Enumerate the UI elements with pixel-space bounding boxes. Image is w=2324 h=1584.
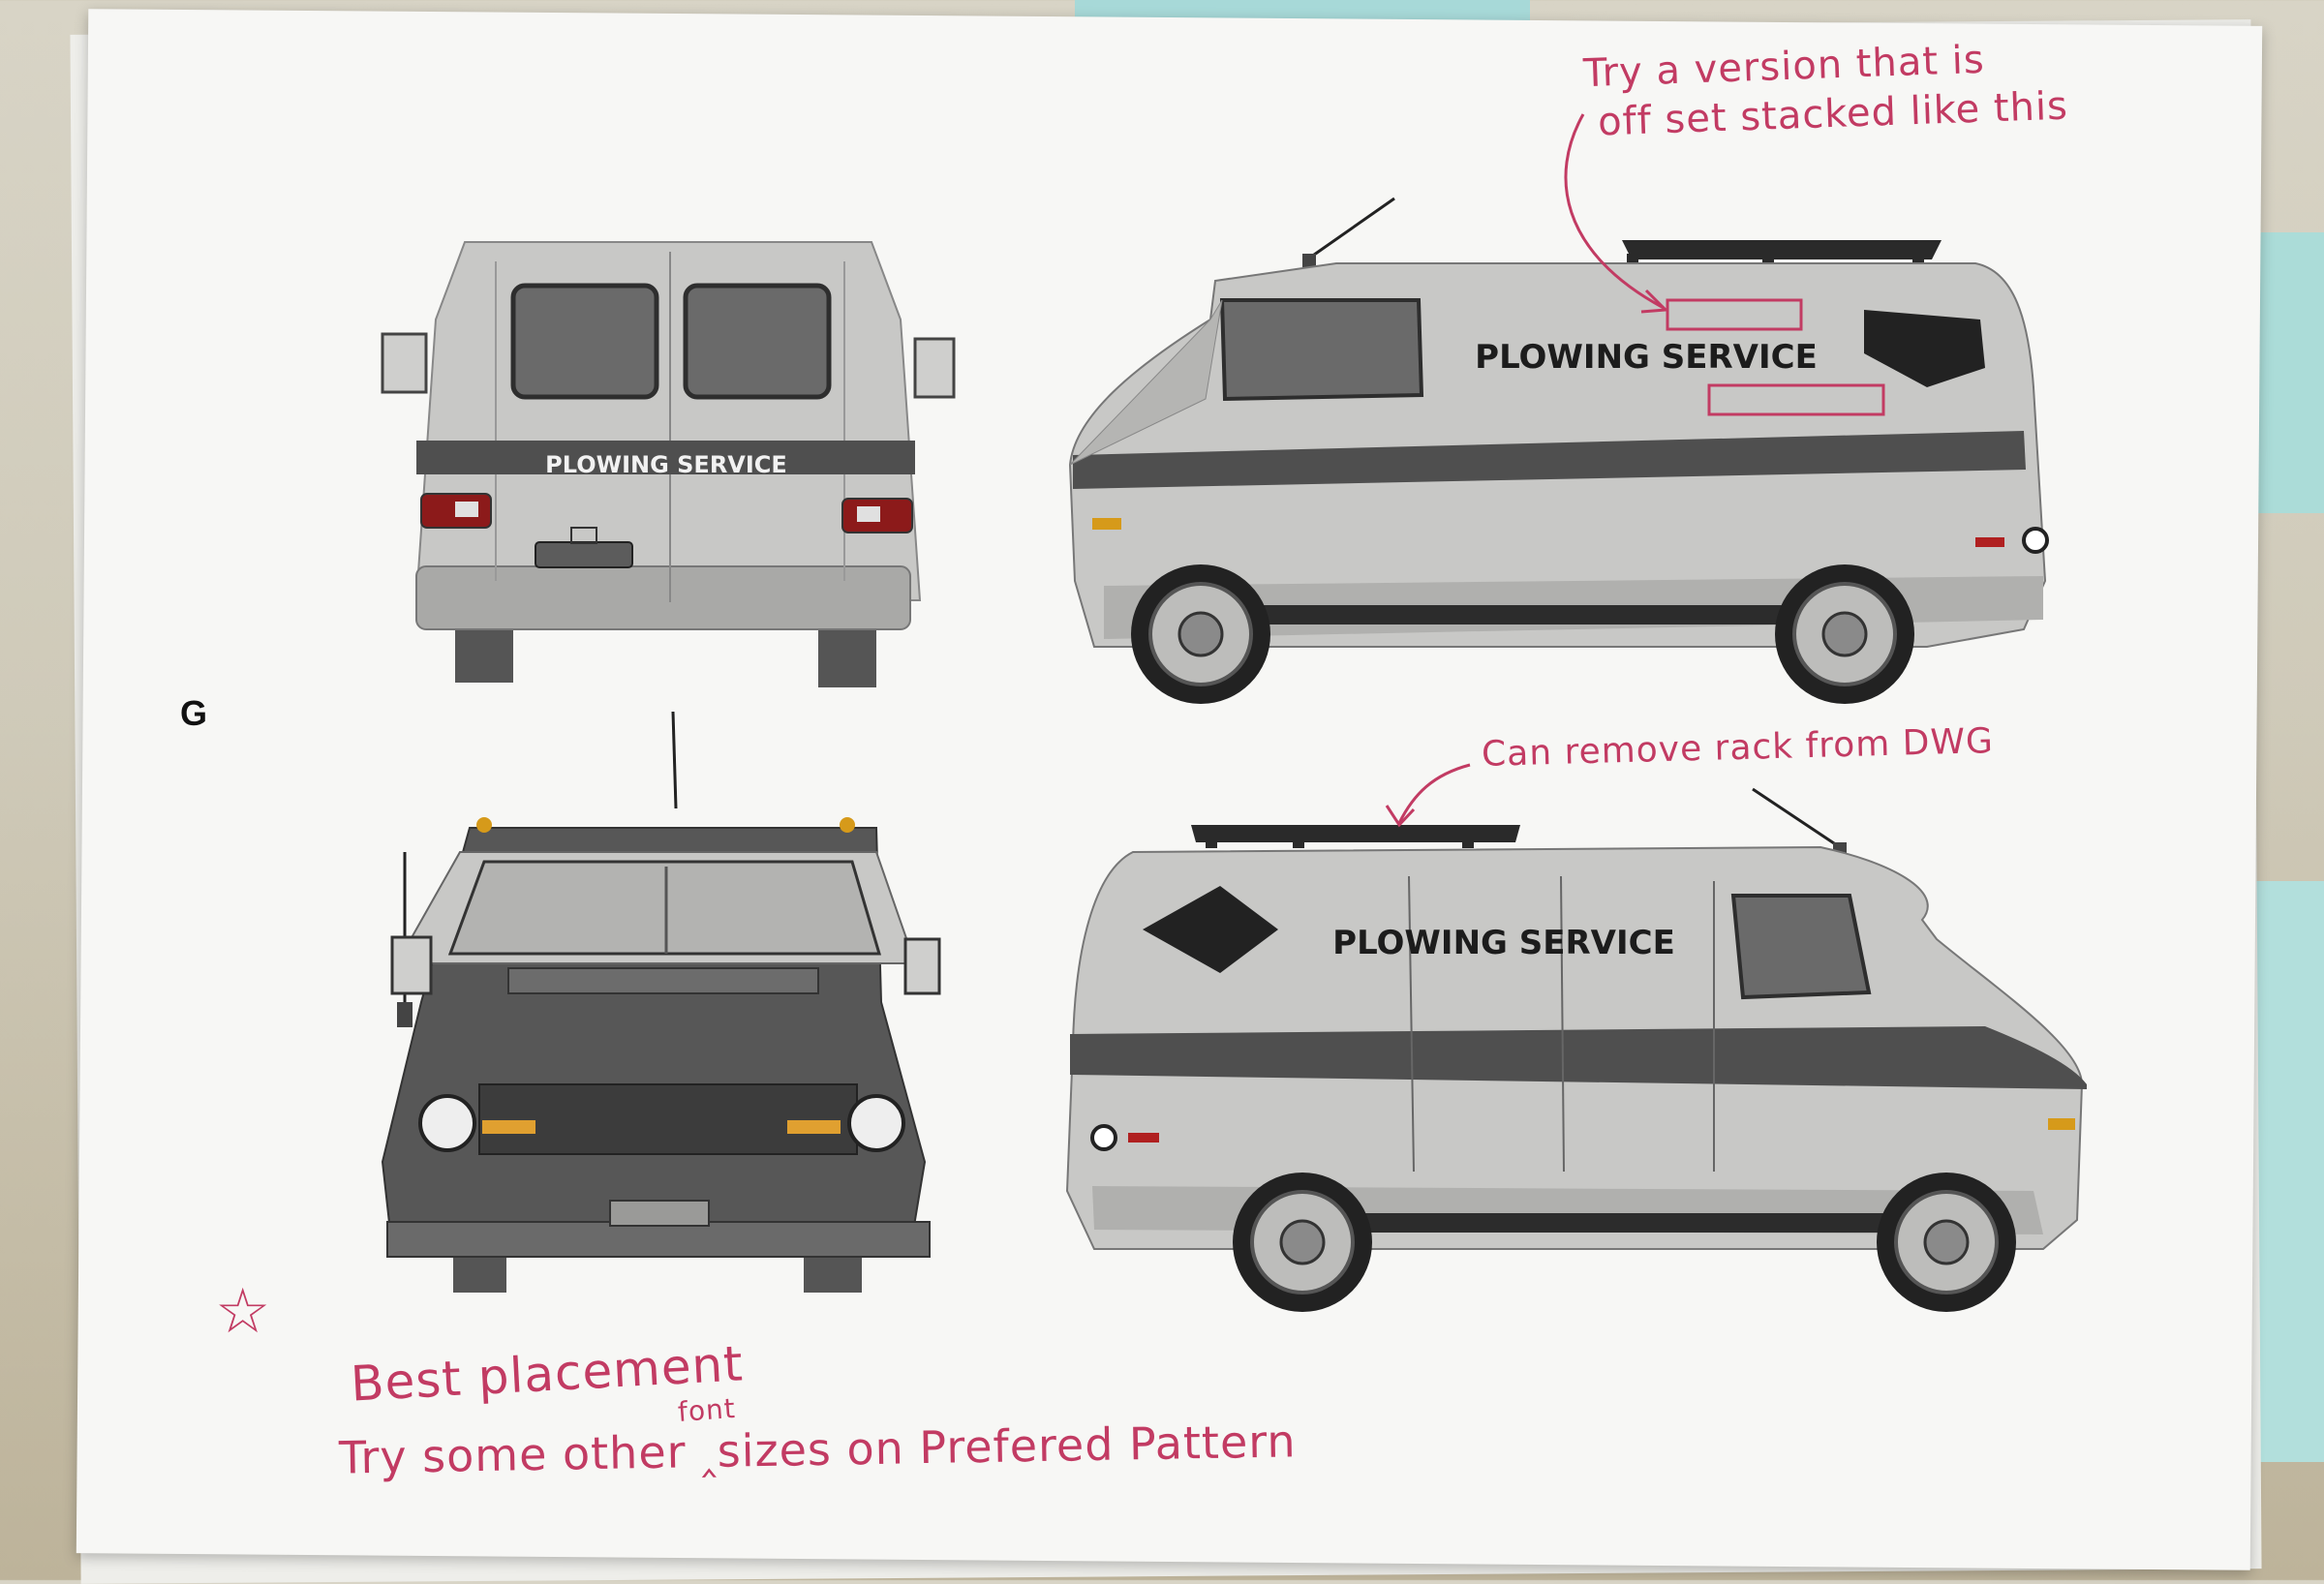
annotation-arrow-top (1564, 113, 1665, 310)
van-rear-view: PLOWING SERVICE (381, 241, 956, 687)
side-left-lettering: PLOWING SERVICE (1332, 924, 1675, 962)
rear-lettering: PLOWING SERVICE (545, 451, 787, 478)
sheet-label: G (180, 693, 208, 733)
offset-box-lower (1707, 383, 1885, 416)
van-side-view-left: PLOWING SERVICE (1065, 763, 2087, 1312)
side-right-lettering: PLOWING SERVICE (1475, 338, 1818, 377)
star-mark: ☆ (215, 1276, 272, 1348)
annotation-font-insert: font (676, 1391, 737, 1429)
van-side-view-right: PLOWING SERVICE (1068, 113, 2049, 704)
van-front-view (381, 711, 941, 1293)
annotation-arrow-rack (1397, 763, 1471, 824)
offset-box-upper (1666, 298, 1803, 331)
